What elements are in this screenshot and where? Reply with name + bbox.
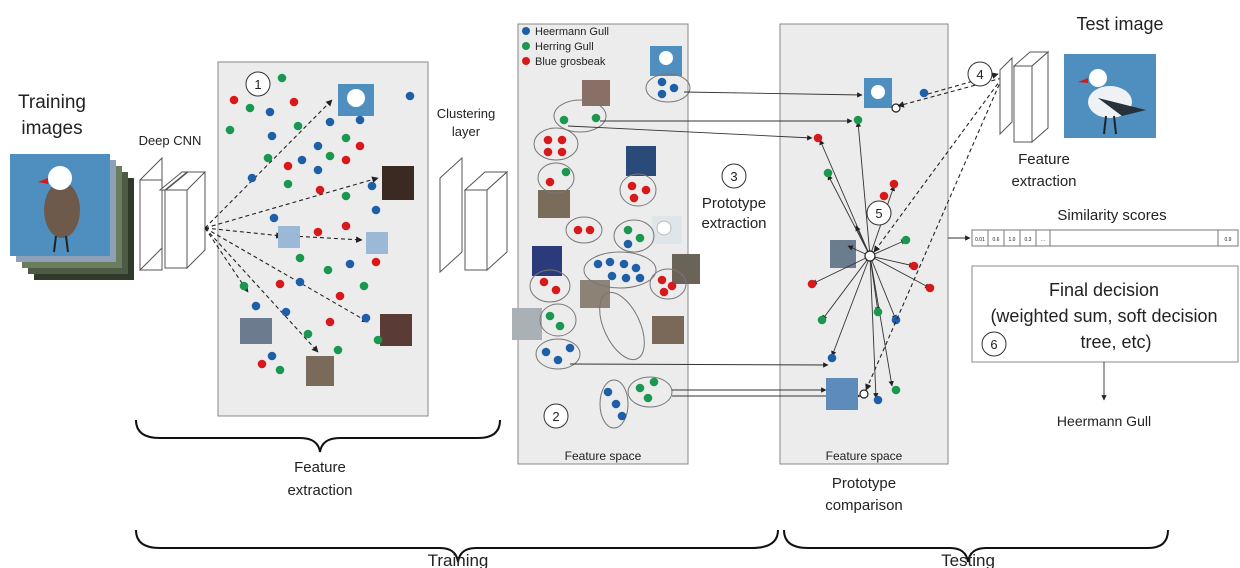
clustering-layer-label-2: layer: [452, 124, 481, 139]
test-patch-middle: [830, 240, 856, 268]
legend-marker-grosbeak: [522, 57, 530, 65]
similarity-cell-1: 0.01: [975, 237, 985, 243]
feature-extraction-bracket-label-1: Feature: [294, 459, 346, 476]
test-panel-feature-space-label: Feature space: [826, 449, 903, 463]
similarity-cell-2: 0.6: [993, 237, 1000, 243]
legend-label-grosbeak: Blue grosbeak: [535, 56, 606, 68]
training-bracket-label: Training: [428, 551, 489, 568]
prototype-comparison-label-1: Prototype: [832, 475, 896, 492]
curly-brackets: [135, 419, 1169, 563]
test-image-title: Test image: [1076, 14, 1163, 34]
final-decision-box: [971, 265, 1239, 363]
final-decision-line-3: tree, etc): [1080, 332, 1151, 352]
similarity-cells: [971, 229, 1239, 247]
step-4-circle: [967, 61, 993, 87]
panel1-dots: [225, 73, 415, 375]
similarity-cell-last: 0.9: [1225, 237, 1232, 243]
panel2-thumbnails: [512, 46, 700, 344]
clustering-layer-label-1: Clustering: [437, 106, 496, 121]
step-5-circle: [866, 200, 892, 226]
prediction-label: Heermann Gull: [1057, 413, 1151, 429]
legend-marker-heermann: [522, 27, 530, 35]
step-6-circle: [981, 331, 1007, 357]
training-images-title-2: images: [21, 118, 82, 139]
step-1-number: 1: [254, 77, 261, 92]
test-feature-extraction-label-2: extraction: [1011, 173, 1076, 190]
legend-label-herring: Herring Gull: [535, 41, 594, 53]
bird-photo-icon: [38, 166, 80, 253]
final-decision-line-2: (weighted sum, soft decision: [990, 306, 1217, 326]
prototype-comparison-label-2: comparison: [825, 497, 903, 514]
step-6-number: 6: [990, 337, 997, 352]
deep-cnn-label: Deep CNN: [139, 133, 202, 148]
panel2-cluster-ellipses: [529, 73, 691, 429]
training-images-stack: [10, 154, 134, 280]
training-images-title-1: Training: [18, 92, 86, 113]
similarity-cell-3: 1.0: [1009, 237, 1016, 243]
step-1-circle: [245, 71, 271, 97]
clustering-block-icon: [439, 156, 509, 274]
legend-label-heermann: Heermann Gull: [535, 26, 609, 38]
feature-extraction-bracket-label-2: extraction: [287, 482, 352, 499]
test-cnn-block-icon: [999, 50, 1050, 144]
cnn-block-icon: [139, 156, 206, 272]
test-patch-bottom: [826, 378, 858, 410]
test-space-star-lines: [811, 121, 931, 399]
testing-bracket-label: Testing: [941, 551, 995, 568]
step-2-circle: [543, 403, 569, 429]
legend-marker-herring: [522, 42, 530, 50]
prototype-panel-feature-space-label: Feature space: [565, 449, 642, 463]
similarity-cell-5: ...: [1041, 237, 1045, 243]
test-bird-photo-icon: [1064, 54, 1156, 138]
prototype-extraction-label-2: extraction: [701, 215, 766, 232]
final-decision-line-1: Final decision: [1049, 280, 1159, 300]
test-patch-top-head: [871, 85, 885, 99]
panel2-dots: [539, 77, 679, 421]
step-3-number: 3: [730, 169, 737, 184]
step-3-circle: [721, 163, 747, 189]
feature-extraction-arrows: [204, 99, 379, 353]
step-5-number: 5: [875, 206, 882, 221]
test-feature-extraction-label-1: Feature: [1018, 151, 1070, 168]
legend: Heermann Gull Herring Gull Blue grosbeak: [522, 26, 609, 68]
prototype-extraction-label-1: Prototype: [702, 195, 766, 212]
test-space-dots: [807, 88, 935, 405]
step-2-number: 2: [552, 409, 559, 424]
panel1-feature-patches: [240, 84, 414, 386]
similarity-scores-title: Similarity scores: [1057, 207, 1166, 224]
similarity-cell-4: 0.3: [1025, 237, 1032, 243]
step-4-number: 4: [976, 67, 983, 82]
